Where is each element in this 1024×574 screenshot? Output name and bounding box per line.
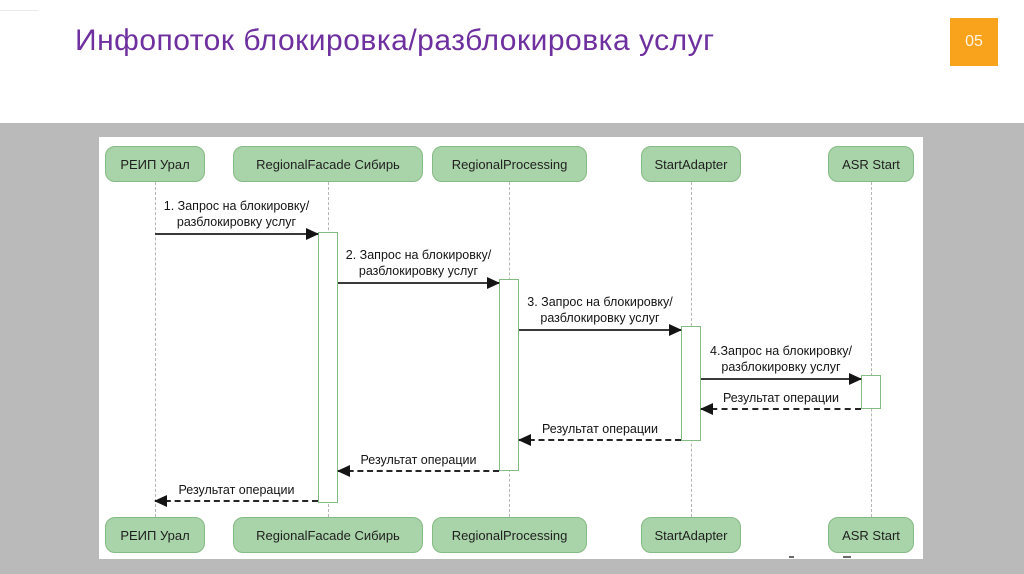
return-3-label: Результат операции (360, 453, 477, 467)
activation-asr-start (861, 375, 881, 409)
slide-number-text: 05 (965, 33, 983, 50)
arrowhead-right-icon (849, 373, 862, 385)
return-2-arrow (518, 434, 681, 446)
return-1-label: Результат операции (722, 391, 840, 405)
participant-label: ASR Start (842, 527, 900, 543)
participant-label: РЕИП Урал (120, 527, 190, 543)
message-1-label: 1. Запрос на блокировку/ разблокировку у… (163, 199, 310, 229)
participant-regionalfacade-top: RegionalFacade Сибирь (233, 146, 423, 182)
participant-regionalprocessing-top: RegionalProcessing (432, 146, 587, 182)
message-1-arrow (155, 228, 319, 240)
return-2-label: Результат операции (541, 422, 659, 436)
message-4-arrow (701, 373, 862, 385)
cut-off-text-fragment (789, 556, 794, 558)
participant-reip-ural-top: РЕИП Урал (105, 146, 205, 182)
arrowhead-left-icon (518, 434, 531, 446)
message-4-label: 4.Запрос на блокировку/ разблокировку ус… (710, 344, 852, 374)
participant-label: RegionalFacade Сибирь (256, 527, 400, 543)
participant-label: RegionalProcessing (451, 527, 568, 543)
content-band: РЕИП Урал RegionalFacade Сибирь Regional… (0, 123, 1024, 574)
activation-regionalprocessing (499, 279, 519, 471)
return-1-arrow (700, 403, 861, 415)
participant-asr-start-top: ASR Start (828, 146, 914, 182)
activation-regionalfacade (318, 232, 338, 503)
lifeline-reip-ural (155, 182, 156, 517)
participant-regionalprocessing-bottom: RegionalProcessing (432, 517, 587, 553)
message-3-arrow (519, 324, 682, 336)
arrowhead-right-icon (669, 324, 682, 336)
slide-edge-guide (0, 10, 38, 11)
participant-label: RegionalProcessing (451, 156, 568, 172)
participant-startadapter-top: StartAdapter (641, 146, 741, 182)
return-3-arrow (337, 465, 499, 477)
cut-off-text-fragment (843, 556, 851, 558)
lifeline-asr-start (871, 182, 872, 517)
participant-label: StartAdapter (654, 156, 728, 172)
participant-label: StartAdapter (654, 527, 728, 543)
arrowhead-left-icon (154, 495, 167, 507)
return-4-label: Результат операции (178, 483, 295, 497)
message-3-label: 3. Запрос на блокировку/ разблокировку у… (527, 295, 673, 325)
message-2-label: 2. Запрос на блокировку/ разблокировку у… (345, 248, 492, 278)
participant-label: RegionalFacade Сибирь (256, 156, 400, 172)
sequence-diagram: РЕИП Урал RegionalFacade Сибирь Regional… (99, 137, 923, 559)
participant-regionalfacade-bottom: RegionalFacade Сибирь (233, 517, 423, 553)
arrowhead-right-icon (487, 277, 500, 289)
participant-label: ASR Start (842, 156, 900, 172)
slide-number-badge: 05 (950, 18, 998, 66)
activation-startadapter (681, 326, 701, 441)
page-title: Инфопоток блокировка/разблокировка услуг (75, 24, 715, 57)
participant-asr-start-bottom: ASR Start (828, 517, 914, 553)
title-band: Инфопоток блокировка/разблокировка услуг… (0, 0, 1024, 123)
arrowhead-left-icon (337, 465, 350, 477)
arrowhead-left-icon (700, 403, 713, 415)
participant-reip-ural-bottom: РЕИП Урал (105, 517, 205, 553)
return-4-arrow (154, 495, 318, 507)
arrowhead-right-icon (306, 228, 319, 240)
participant-startadapter-bottom: StartAdapter (641, 517, 741, 553)
message-2-arrow (338, 277, 500, 289)
participant-label: РЕИП Урал (120, 156, 190, 172)
